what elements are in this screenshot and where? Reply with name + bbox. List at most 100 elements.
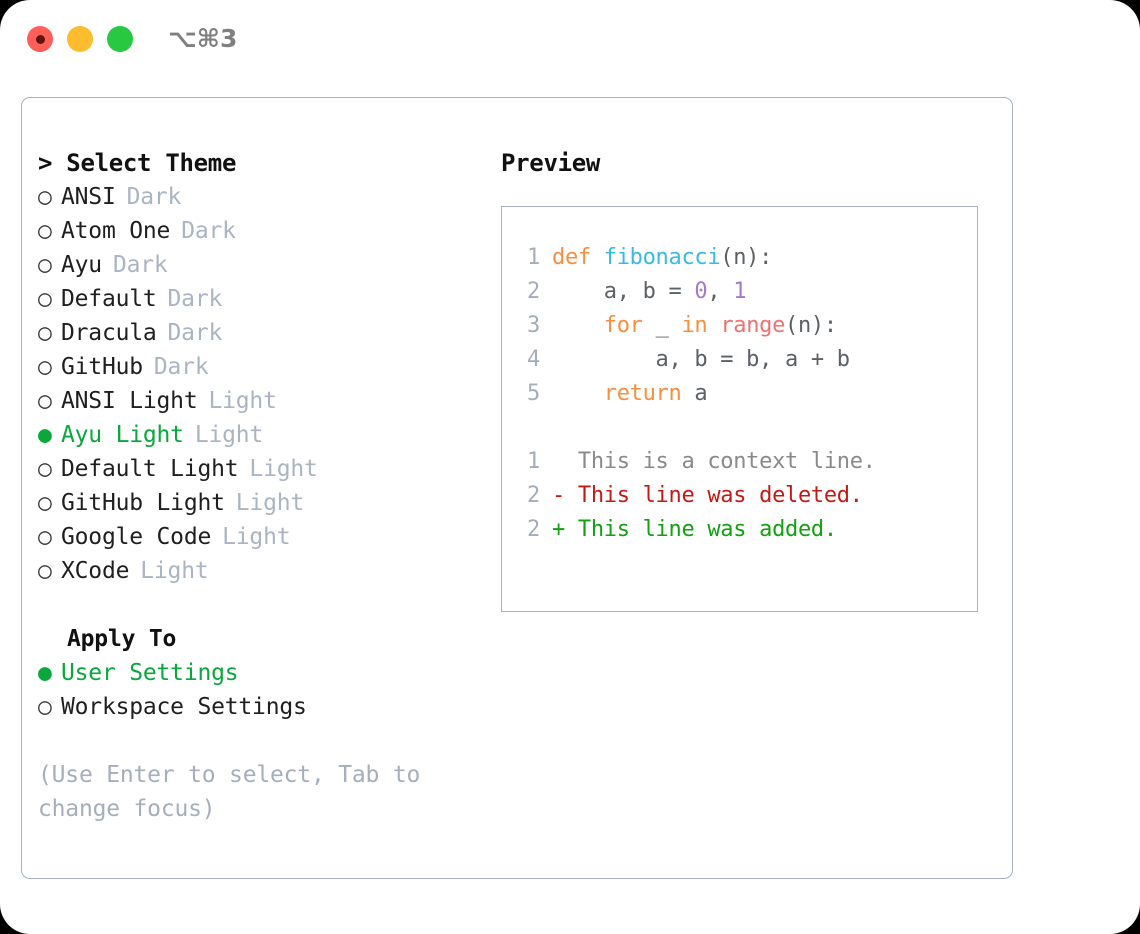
code-token: (n): [785, 313, 837, 338]
theme-option-label: Atom One [61, 218, 171, 244]
diff-sign: - [552, 483, 578, 508]
diff-text: This line was added. [577, 517, 837, 542]
code-line: 1 def fibonacci(n): [520, 241, 977, 275]
theme-variant-tag: Dark [112, 252, 168, 278]
code-token: , [707, 279, 734, 304]
apply-to-list: ●User Settings ○ Workspace Settings [38, 656, 490, 724]
theme-variant-tag: Dark [167, 286, 223, 312]
theme-option-label: Default [61, 286, 157, 312]
diff-text: This line was deleted. [577, 483, 863, 508]
code-token: range [720, 313, 786, 338]
theme-variant-tag: Dark [153, 354, 209, 380]
theme-option-label: Ayu [61, 252, 102, 278]
code-token: fibonacci [603, 245, 721, 270]
theme-option-label: Dracula [61, 320, 157, 346]
diff-sign: + [552, 517, 578, 542]
theme-option-ayu[interactable]: ○ Ayu Dark [38, 248, 490, 282]
theme-variant-tag: Dark [126, 184, 182, 210]
theme-option-atom-one[interactable]: ○ Atom One Dark [38, 214, 490, 248]
traffic-light-buttons [27, 26, 133, 52]
diff-sample: 1 This is a context line. 2- This line wa… [520, 445, 977, 547]
theme-variant-tag: Dark [167, 320, 223, 346]
code-token: (n): [720, 245, 773, 270]
theme-variant-tag: Light [235, 490, 305, 516]
theme-variant-tag: Light [249, 456, 318, 482]
preview-heading: Preview [501, 149, 601, 177]
code-token [707, 313, 720, 338]
radio-unselected-icon: ○ [38, 388, 52, 414]
radio-unselected-icon: ○ [38, 456, 52, 482]
theme-variant-tag: Light [140, 558, 209, 584]
diff-line: 2 + This line was added. [520, 513, 977, 547]
theme-option-google-code[interactable]: ○ Google Code Light [38, 520, 490, 554]
code-line: 5 return a [520, 377, 977, 411]
theme-option-ansi-light[interactable]: ○ ANSI Light Light [38, 384, 490, 418]
code-token: a [681, 381, 708, 406]
radio-unselected-icon: ○ [38, 286, 52, 312]
radio-selected-icon: ● [38, 422, 52, 448]
code-diff-spacer [520, 411, 977, 445]
radio-unselected-icon: ○ [38, 694, 52, 720]
line-number: 2 [527, 279, 540, 304]
select-theme-heading: > Select Theme [38, 149, 237, 177]
radio-unselected-icon: ○ [38, 184, 52, 210]
line-number: 4 [527, 347, 540, 372]
diff-sign [552, 449, 578, 474]
theme-option-label: GitHub Light [61, 490, 225, 516]
theme-option-xcode[interactable]: ○ XCode Light [38, 554, 490, 588]
close-button[interactable] [27, 26, 53, 52]
apply-to-option-workspace-settings[interactable]: ○ Workspace Settings [38, 690, 490, 724]
section-spacer [38, 588, 490, 622]
code-token: for [603, 313, 643, 338]
diff-line: 1 This is a context line. [520, 445, 977, 479]
radio-unselected-icon: ○ [38, 354, 52, 380]
code-token: _ [642, 313, 682, 338]
line-number: 1 [527, 245, 540, 270]
theme-variant-tag: Light [208, 388, 277, 414]
code-token: 1 [733, 279, 747, 304]
code-token [552, 381, 604, 406]
theme-option-github-light[interactable]: ○ GitHub Light Light [38, 486, 490, 520]
radio-unselected-icon: ○ [38, 252, 52, 278]
theme-option-default[interactable]: ○ Default Dark [38, 282, 490, 316]
theme-option-label: XCode [61, 558, 130, 584]
code-token [552, 313, 604, 338]
theme-variant-tag: Light [222, 524, 291, 550]
theme-variant-tag: Light [194, 422, 264, 448]
radio-unselected-icon: ○ [38, 218, 52, 244]
code-token: 0 [694, 279, 708, 304]
theme-option-default-light[interactable]: ○ Default Light Light [38, 452, 490, 486]
apply-to-option-user-settings[interactable]: ●User Settings [38, 656, 490, 690]
radio-unselected-icon: ○ [38, 558, 52, 584]
line-number: 2 [527, 483, 540, 508]
line-number: 1 [527, 449, 540, 474]
theme-option-label: Google Code [61, 524, 212, 550]
theme-variant-tag: Dark [181, 218, 236, 244]
maximize-button[interactable] [107, 26, 133, 52]
radio-selected-icon: ● [38, 660, 52, 686]
minimize-button[interactable] [67, 26, 93, 52]
radio-unselected-icon: ○ [38, 490, 52, 516]
theme-option-label: ANSI [61, 184, 116, 210]
theme-option-label: Default Light [61, 456, 239, 482]
line-number: 2 [527, 517, 540, 542]
line-number: 3 [527, 313, 540, 338]
theme-option-label: ANSI Light [61, 388, 198, 414]
theme-option-label: Ayu Light [61, 422, 184, 448]
apply-to-option-label: Workspace Settings [61, 694, 307, 720]
theme-option-ayu-light[interactable]: ● Ayu Light Light [38, 418, 490, 452]
theme-option-ansi[interactable]: ○ ANSI Dark [38, 180, 490, 214]
keyboard-shortcut-label: ⌥⌘3 [168, 24, 238, 53]
code-token: def [552, 245, 604, 270]
keyboard-hint-text: (Use Enter to select, Tab to change focu… [38, 762, 421, 822]
radio-unselected-icon: ○ [38, 524, 52, 550]
